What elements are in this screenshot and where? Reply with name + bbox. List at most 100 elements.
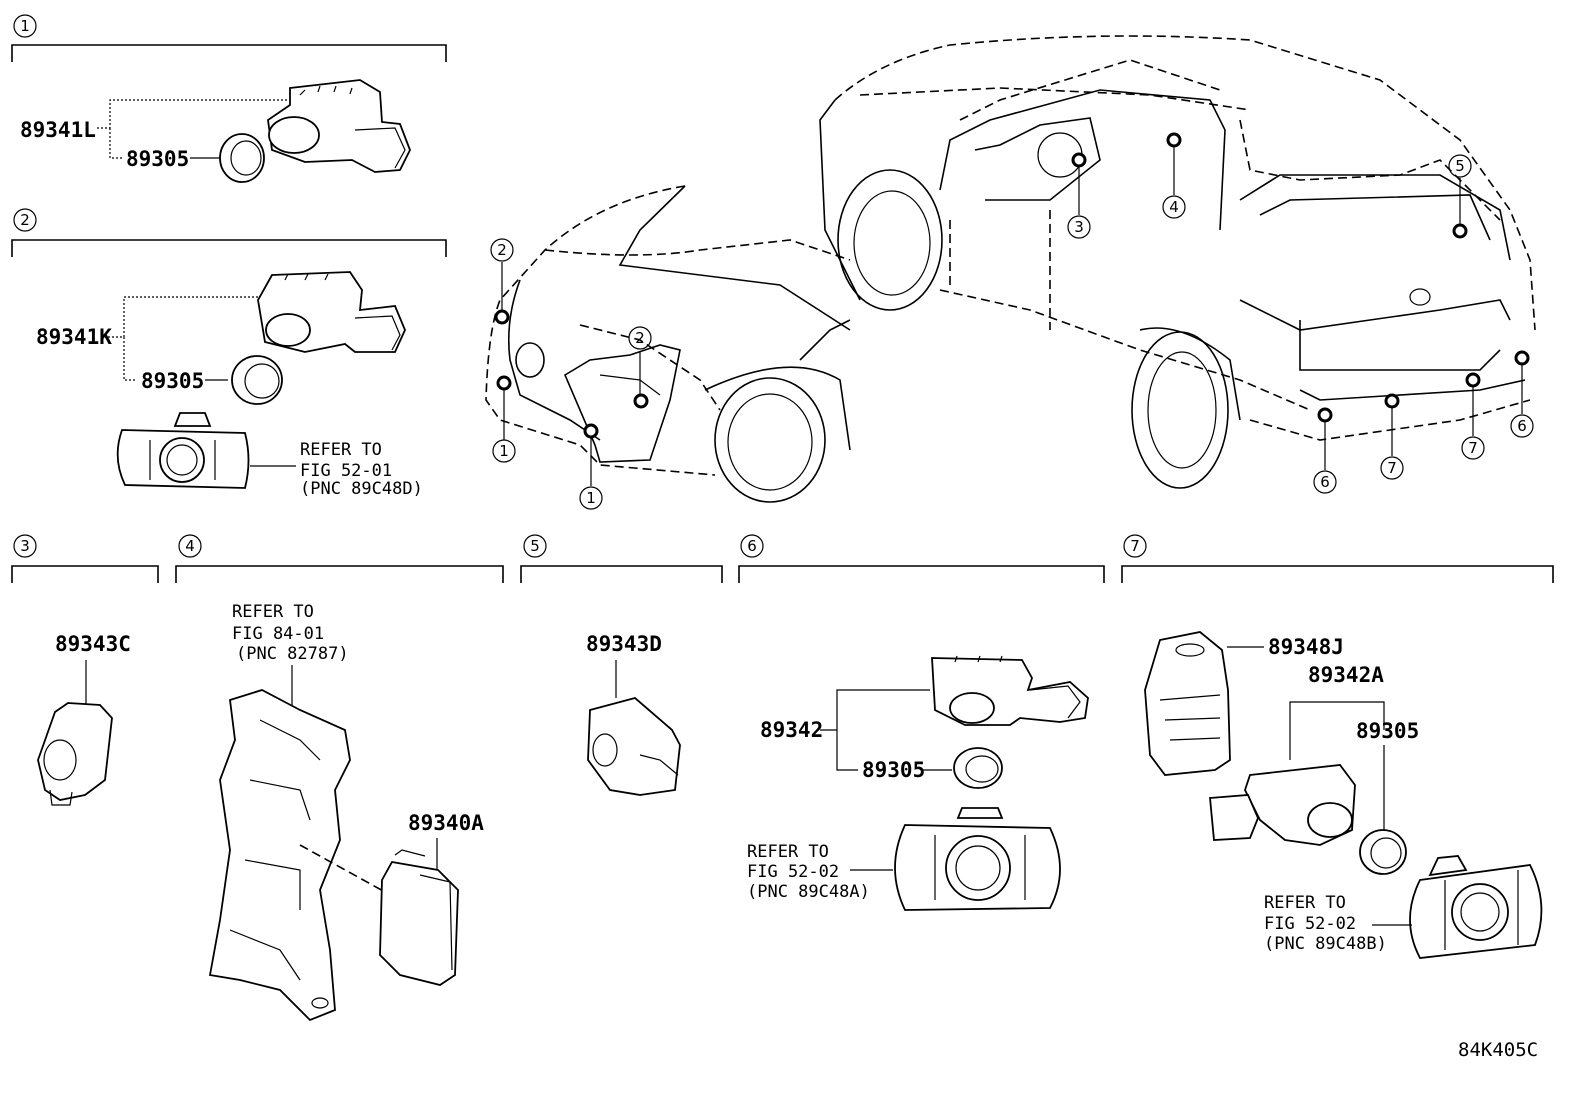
callout-number: 6 [1320,473,1330,491]
group-4-callout [178,534,202,558]
callout-circle [1067,215,1091,239]
sensor-89341K-drawing [257,271,406,353]
bracket-82787-drawing [208,689,351,1022]
callout-circle [1380,456,1404,480]
group-3-bracket [11,565,159,583]
part-89341K-label: 89341K [36,325,112,349]
bezel-89C48B-drawing [1409,855,1543,959]
callout-number: 7 [1387,459,1397,477]
ring-89305-drawing [219,133,265,183]
part-89305-label: 89305 [1356,719,1419,743]
refer-line-1: REFER TO [1264,893,1346,913]
part-89343C-label: 89343C [55,632,131,656]
refer-line-1: REFER TO [300,440,382,460]
part-89305-label: 89305 [141,369,204,393]
refer-line-2: FIG 52-01 [300,461,392,481]
group-7-leader [1289,701,1385,830]
group-4-bracket [175,565,504,583]
group-3-callout [13,534,37,558]
part-89340A-label: 89340A [408,811,484,835]
group-6-leader [820,689,930,771]
callout-circle [492,439,516,463]
group-7-bracket [1121,565,1554,583]
group-2: 2 89341K 89305 REFER TO FIG 52-01 (PNC 8… [11,208,447,499]
front-car-drawing [485,185,851,503]
refer-line-3: (PNC 89C48D) [300,479,423,499]
part-89342A-label: 89342A [1308,663,1384,687]
group-5-number: 5 [530,537,540,555]
sensor-marker [1465,372,1481,388]
refer-line-1: REFER TO [747,842,829,862]
group-6-number: 6 [747,537,757,555]
group-4: 4 REFER TO FIG 84-01 (PNC 82787) 89340A [175,534,504,1022]
group-6: 6 89342 89305 REFER TO FIG 52-02 (PNC 89… [738,534,1105,911]
group-7-number: 7 [1130,537,1140,555]
group-1-leader [97,99,288,159]
callout-number: 4 [1169,198,1179,216]
callout-circle [628,326,652,350]
group-2-callout [13,208,37,232]
callout-circle [1162,195,1186,219]
ring-89305-drawing [1359,829,1407,875]
callout-circle [579,486,603,510]
part-89343D-label: 89343D [586,632,662,656]
callout-number: 1 [499,442,509,460]
group-3: 3 89343C [11,534,159,806]
group-1-number: 1 [20,17,30,35]
callout-number: 6 [1517,417,1527,435]
sensor-89342A-drawing [1209,764,1356,846]
callout-circle [1461,436,1485,460]
refer-line-2: FIG 52-02 [1264,914,1356,934]
group-2-leader [108,296,260,381]
callout-circle [1510,414,1534,438]
bezel-89C48A-drawing [894,807,1061,911]
callout-number: 1 [586,489,596,507]
group-5: 5 89343D [520,534,723,796]
sensor-marker [583,423,599,439]
part-89305-label: 89305 [126,147,189,171]
group-7: 7 89348J 89342A 89305 REFER TO [1121,534,1554,959]
sensor-89343D-drawing [587,697,681,796]
sensor-marker [494,309,510,325]
part-89342-label: 89342 [760,718,823,742]
group-5-callout [523,534,547,558]
part-89305-label: 89305 [862,758,925,782]
diagram-code: 84K405C [1458,1039,1538,1061]
sensor-marker [633,393,649,409]
group-6-bracket [738,565,1105,583]
module-89340A-drawing [379,849,459,986]
refer-line-1: REFER TO [232,602,314,622]
callout-circle [1313,470,1337,494]
group-1: 1 89341L 89305 [11,14,447,183]
sensor-marker [1166,132,1182,148]
sensor-89341L-drawing [267,79,411,173]
group-5-bracket [520,565,723,583]
group-2-bracket [11,239,447,257]
rear-car-drawing [819,35,1536,489]
sensor-marker [1452,223,1468,239]
refer-line-2: FIG 52-02 [747,862,839,882]
group-6-callout [740,534,764,558]
callout-number: 2 [497,241,507,259]
sensor-89343C-drawing [37,702,113,806]
group-1-bracket [11,44,447,62]
group-1-callout [13,14,37,38]
group-4-number: 4 [185,537,195,555]
sensor-89342-drawing [931,655,1089,726]
group-3-number: 3 [20,537,30,555]
group-7-callout [1123,534,1147,558]
part-89341L-label: 89341L [20,118,96,142]
refer-line-3: (PNC 89C48B) [1264,934,1387,954]
group-2-number: 2 [20,211,30,229]
refer-line-3: (PNC 82787) [236,644,349,664]
refer-line-3: (PNC 89C48A) [747,882,870,902]
sensor-marker [1317,407,1333,423]
sensor-marker [496,375,512,391]
retainer-89348J-drawing [1144,631,1231,776]
ring-89305-drawing [953,747,1003,789]
ring-89305-drawing [231,355,283,405]
part-89348J-label: 89348J [1268,635,1344,659]
sensor-marker [1071,152,1087,168]
rear-callouts: 3 4 5 6 7 7 6 [1067,132,1534,494]
